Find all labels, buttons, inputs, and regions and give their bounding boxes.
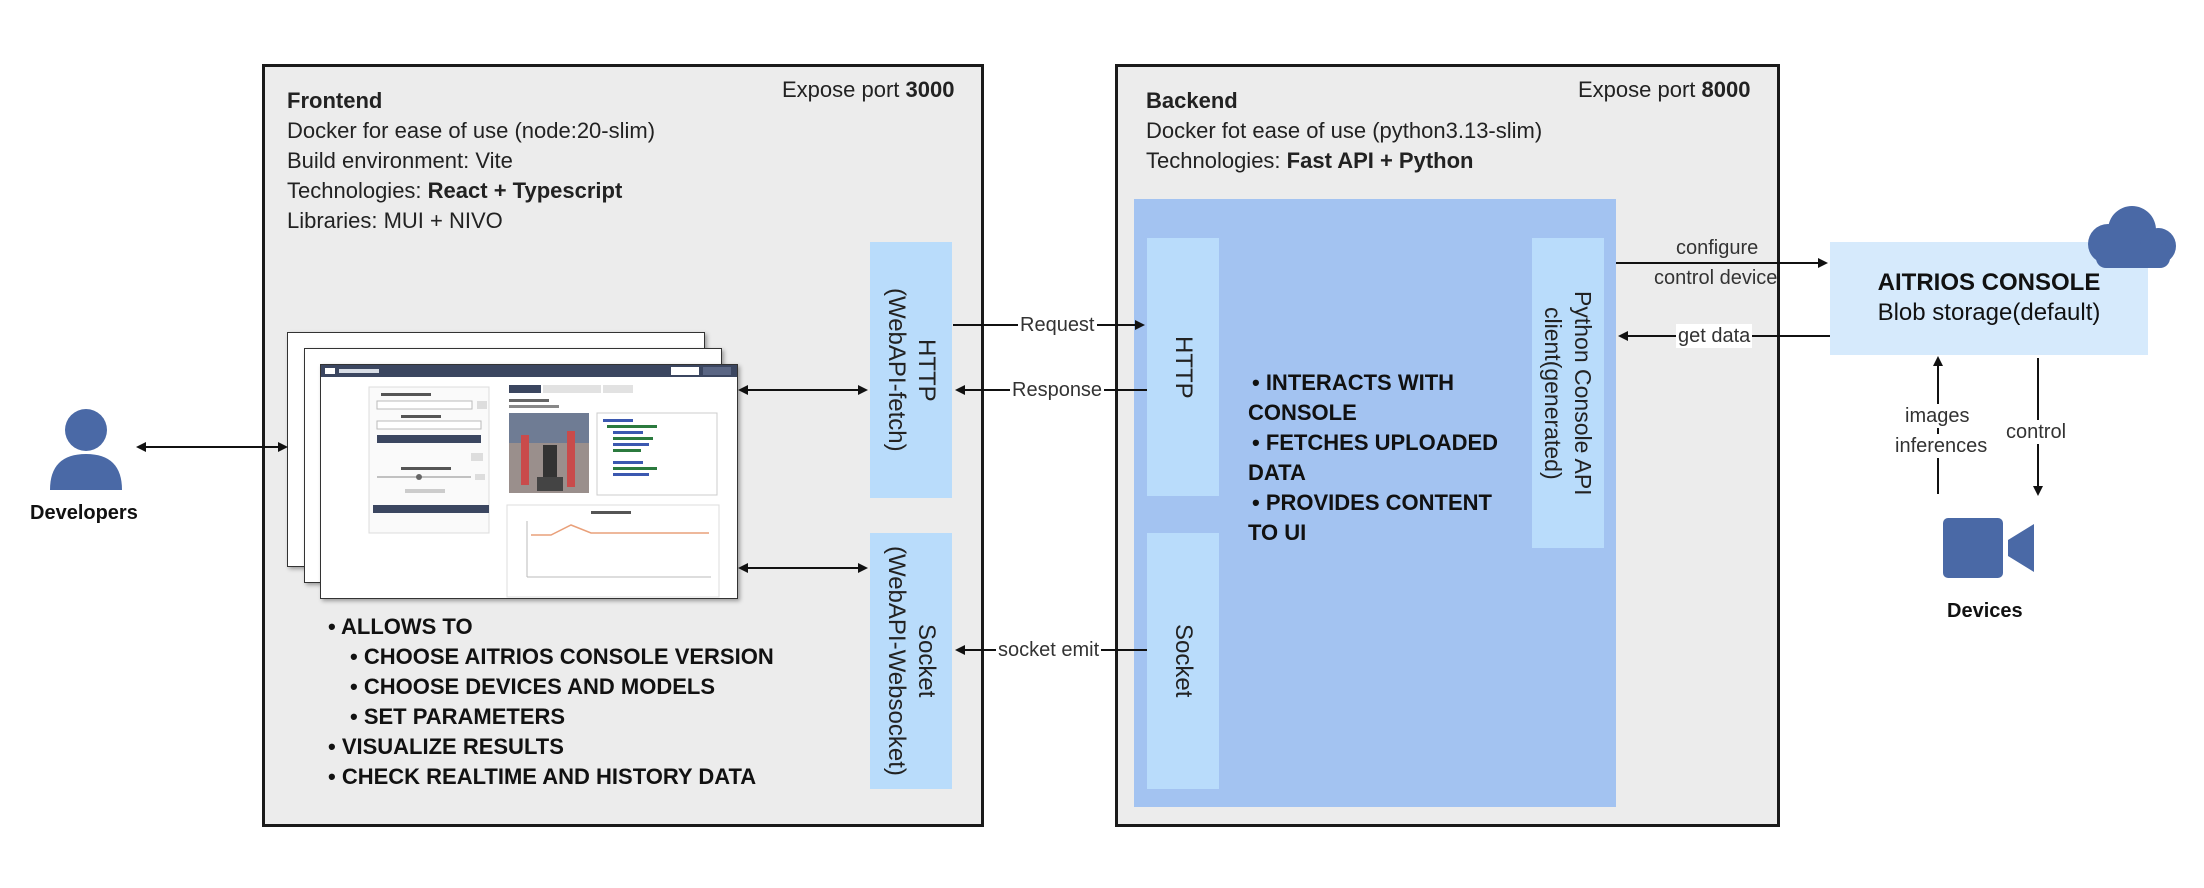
frontend-port-number: 3000 [905,77,955,102]
backend-port-number: 8000 [1701,77,1751,102]
frontend-expose-port: Expose port 3000 [782,75,954,105]
backend-socket-label: Socket [1170,624,1197,698]
aitrios-console-subtitle: Blob storage(default) [1877,299,2101,326]
backend-http-box: HTTP [1147,238,1219,496]
backend-feature-6: TO UI [1248,520,1307,545]
frontend-http-label: HTTP (WebAPI-fetch) [883,288,940,452]
frontend-feature-5: • VISUALIZE RESULTS [328,734,564,759]
backend-tech-prefix: Technologies: [1146,148,1287,173]
frontend-tech-value: React + Typescript [427,178,623,203]
backend-feature-4: DATA [1248,460,1306,485]
configure-label: configure [1676,237,1759,259]
backend-http-label: HTTP [1170,335,1197,399]
backend-feature-5: • PROVIDES CONTENT [1252,490,1492,515]
frontend-feature-6: • CHECK REALTIME AND HISTORY DATA [328,764,757,789]
frontend-build-line: Build environment: Vite [287,148,513,173]
frontend-socket-label: Socket (WebAPI-Websocket) [883,546,940,776]
frontend-feature-2: • CHOOSE AITRIOS CONSOLE VERSION [350,644,774,669]
screenshot-preview [320,364,738,599]
frontend-libraries-line: Libraries: MUI + NIVO [287,208,503,233]
frontend-feature-3: • CHOOSE DEVICES AND MODELS [350,674,716,699]
frontend-tech-prefix: Technologies: [287,178,428,203]
aitrios-console-box [1830,242,2148,355]
socket-emit-label: socket emit [996,638,1102,662]
backend-docker-line: Docker fot ease of use (python3.13-slim) [1146,118,1543,143]
frontend-expose-prefix: Expose port [782,77,906,102]
backend-feature-1: • INTERACTS WITH [1252,370,1455,395]
get-data-label: get data [1676,324,1753,348]
backend-feature-2: CONSOLE [1248,400,1357,425]
control-label: control [2004,420,2069,444]
screenshot-preview-graphic [321,365,737,598]
backend-api-label: Python Console API client(generated) [1540,290,1596,496]
video-camera-icon [1943,518,2034,578]
aitrios-console-title: AITRIOS CONSOLE [1877,269,2101,296]
frontend-title: Frontend [287,88,383,113]
backend-expose-prefix: Expose port [1578,77,1702,102]
backend-feature-3: • FETCHES UPLOADED [1252,430,1499,455]
response-label: Response [1010,378,1105,402]
frontend-feature-1: • ALLOWS TO [328,614,473,639]
request-label: Request [1018,313,1097,337]
frontend-socket-box: Socket (WebAPI-Websocket) [870,533,952,789]
backend-tech-value: Fast API + Python [1286,148,1474,173]
backend-socket-box: Socket [1147,533,1219,789]
backend-title: Backend [1146,88,1238,113]
frontend-http-box: HTTP (WebAPI-fetch) [870,242,952,498]
images-label: images [1903,404,1972,428]
backend-expose-port: Expose port 8000 [1578,75,1750,105]
person-icon [50,409,122,490]
developers-caption: Developers [30,502,138,524]
inferences-label: inferences [1893,434,1990,458]
control-device-label: control device [1654,267,1778,289]
frontend-tech-line: Technologies: React + Typescript [287,176,622,206]
devices-caption: Devices [1947,600,2023,622]
frontend-docker-line: Docker for ease of use (node:20-slim) [287,118,656,143]
cloud-icon [2088,206,2176,268]
frontend-feature-4: • SET PARAMETERS [350,704,566,729]
backend-tech-line: Technologies: Fast API + Python [1146,146,1473,176]
backend-api-box: Python Console API client(generated) [1532,238,1604,548]
